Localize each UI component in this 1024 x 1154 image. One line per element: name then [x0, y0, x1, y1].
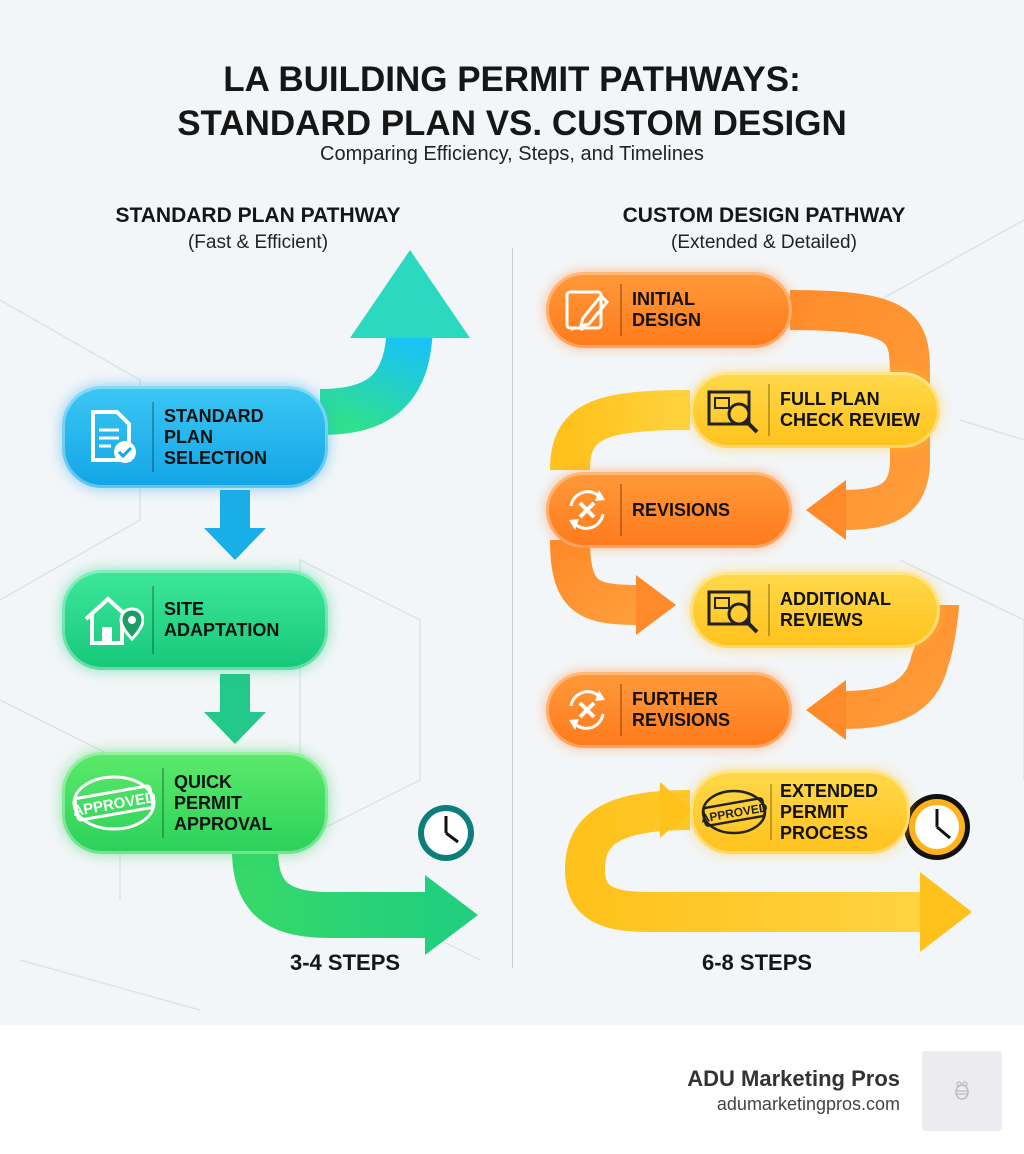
custom-arrowhead-1 — [806, 480, 846, 540]
standard-step-2-label: SITE ADAPTATION — [164, 599, 280, 640]
page-title: LA BUILDING PERMIT PATHWAYS: STANDARD PL… — [0, 58, 1024, 146]
standard-down-arrow-2 — [204, 674, 266, 744]
page-subtitle: Comparing Efficiency, Steps, and Timelin… — [320, 143, 704, 165]
custom-arrowhead-4 — [660, 782, 692, 838]
custom-clock-icon — [904, 794, 970, 860]
brand-url: adumarketingpros.com — [716, 1094, 900, 1114]
custom-arrowhead-5 — [920, 872, 972, 952]
pill-divider — [620, 484, 622, 536]
pencil-edit-icon — [558, 281, 616, 339]
bee-icon — [955, 1081, 969, 1100]
blueprint-magnifier-icon — [702, 581, 764, 639]
revision-cycle-icon — [558, 681, 616, 739]
standard-column-header: STANDARD PLAN PATHWAY (Fast & Efficient) — [68, 204, 448, 254]
pill-divider — [152, 402, 154, 472]
standard-step-1-label: STANDARD PLAN SELECTION — [164, 405, 268, 468]
custom-step-count: 6-8 STEPS — [702, 950, 813, 975]
brand-logo — [922, 1051, 1002, 1131]
pill-divider — [768, 584, 770, 636]
standard-step-count: 3-4 STEPS — [290, 950, 401, 975]
standard-clock-icon — [418, 805, 474, 861]
pill-divider — [770, 784, 772, 840]
custom-step-4-label: ADDITIONAL REVIEWS — [780, 589, 891, 630]
house-location-icon — [76, 584, 148, 656]
standard-up-arrow — [319, 250, 470, 435]
footer-brand: ADU Marketing Pros adumarketingpros.com — [687, 1066, 900, 1115]
standard-down-arrow-1 — [204, 490, 266, 560]
document-check-icon — [76, 401, 148, 473]
custom-step-1: INITIAL DESIGN — [546, 272, 792, 348]
pill-divider — [162, 768, 164, 838]
custom-step-1-label: INITIAL DESIGN — [632, 289, 702, 330]
custom-heading: CUSTOM DESIGN PATHWAY — [622, 204, 906, 227]
approved-stamp-icon: APPROVED — [70, 767, 158, 839]
custom-arrowhead-3 — [806, 680, 846, 740]
pill-divider — [620, 684, 622, 736]
approved-stamp-icon: APPROVED — [700, 782, 768, 842]
custom-subheading: (Extended & Detailed) — [671, 232, 857, 253]
custom-connectors — [550, 290, 959, 932]
custom-step-3: REVISIONS — [546, 472, 792, 548]
title-line-2: STANDARD PLAN VS. CUSTOM DESIGN — [177, 104, 847, 143]
brand-name: ADU Marketing Pros — [687, 1066, 900, 1091]
infographic-canvas: LA BUILDING PERMIT PATHWAYS: STANDARD PL… — [0, 0, 1024, 1025]
column-divider — [512, 248, 513, 968]
custom-step-2: FULL PLAN CHECK REVIEW — [690, 372, 940, 448]
standard-step-3: APPROVED QUICK PERMIT APPROVAL — [62, 752, 328, 854]
standard-subheading: (Fast & Efficient) — [187, 232, 329, 253]
pill-divider — [152, 586, 154, 654]
standard-step-2: SITE ADAPTATION — [62, 570, 328, 670]
revision-cycle-icon — [558, 481, 616, 539]
custom-step-5: FURTHER REVISIONS — [546, 672, 792, 748]
pill-divider — [620, 284, 622, 336]
custom-step-2-label: FULL PLAN CHECK REVIEW — [780, 389, 921, 430]
title-line-1: LA BUILDING PERMIT PATHWAYS: — [223, 60, 801, 99]
standard-step-1: STANDARD PLAN SELECTION — [62, 386, 328, 488]
standard-heading: STANDARD PLAN PATHWAY — [115, 204, 401, 227]
custom-step-6-label: EXTENDED PERMIT PROCESS — [780, 780, 879, 843]
blueprint-magnifier-icon — [702, 381, 764, 439]
standard-exit-arrow — [232, 849, 478, 955]
custom-step-5-label: FURTHER REVISIONS — [632, 689, 731, 730]
custom-step-6: APPROVED EXTENDED PERMIT PROCESS — [690, 770, 910, 854]
standard-step-3-label: QUICK PERMIT APPROVAL — [174, 771, 273, 834]
flow-arrows — [204, 250, 972, 955]
custom-column-header: CUSTOM DESIGN PATHWAY (Extended & Detail… — [574, 204, 954, 254]
custom-step-4: ADDITIONAL REVIEWS — [690, 572, 940, 648]
pill-divider — [768, 384, 770, 436]
custom-step-3-label: REVISIONS — [632, 499, 731, 520]
custom-arrowhead-2 — [636, 575, 676, 635]
